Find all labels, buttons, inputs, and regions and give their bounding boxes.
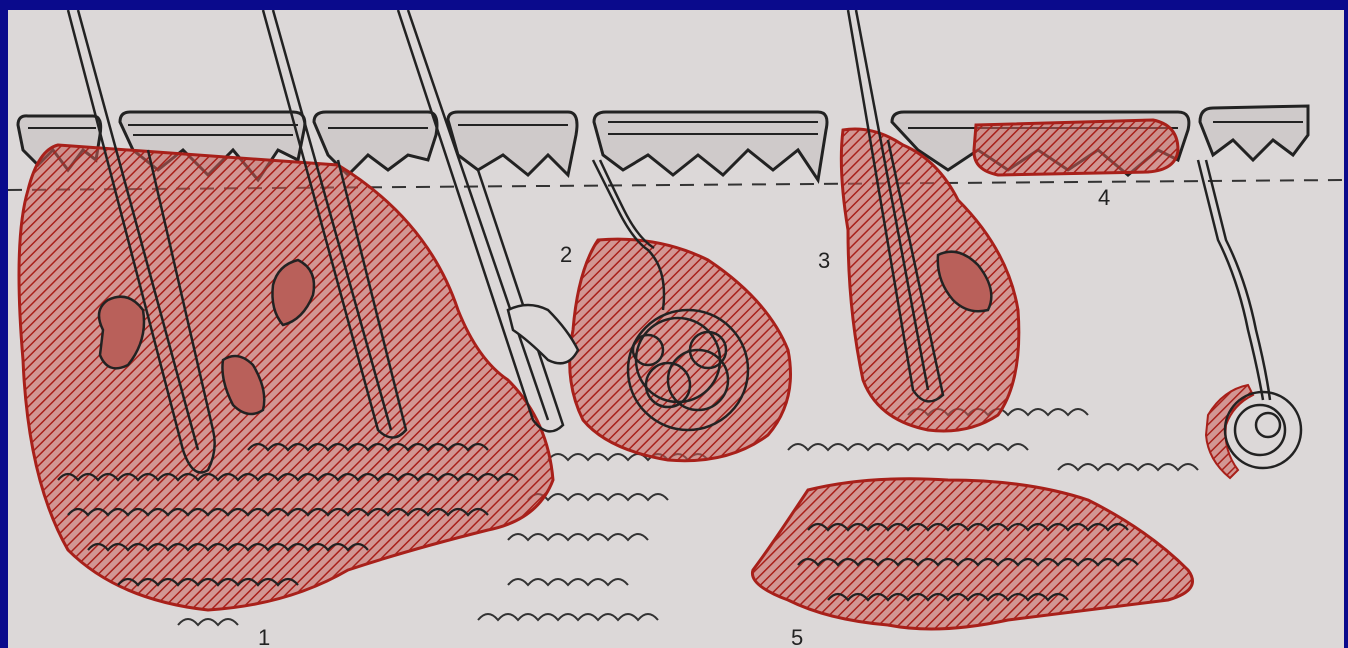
label-1: 1 (258, 625, 270, 648)
region-4-hatched (974, 120, 1178, 175)
label-2: 2 (560, 242, 572, 267)
region-1-hatched (19, 145, 553, 610)
region-2-hatched (570, 239, 791, 461)
label-4: 4 (1098, 185, 1110, 210)
region-5-hatched (752, 479, 1192, 629)
label-5: 5 (791, 625, 803, 648)
label-3: 3 (818, 248, 830, 273)
sebaceous-gland-unshaded (508, 305, 578, 363)
skin-cross-section-diagram: 1 2 3 4 5 (8, 10, 1344, 648)
skin-diagram-panel: 1 2 3 4 5 (8, 10, 1344, 648)
